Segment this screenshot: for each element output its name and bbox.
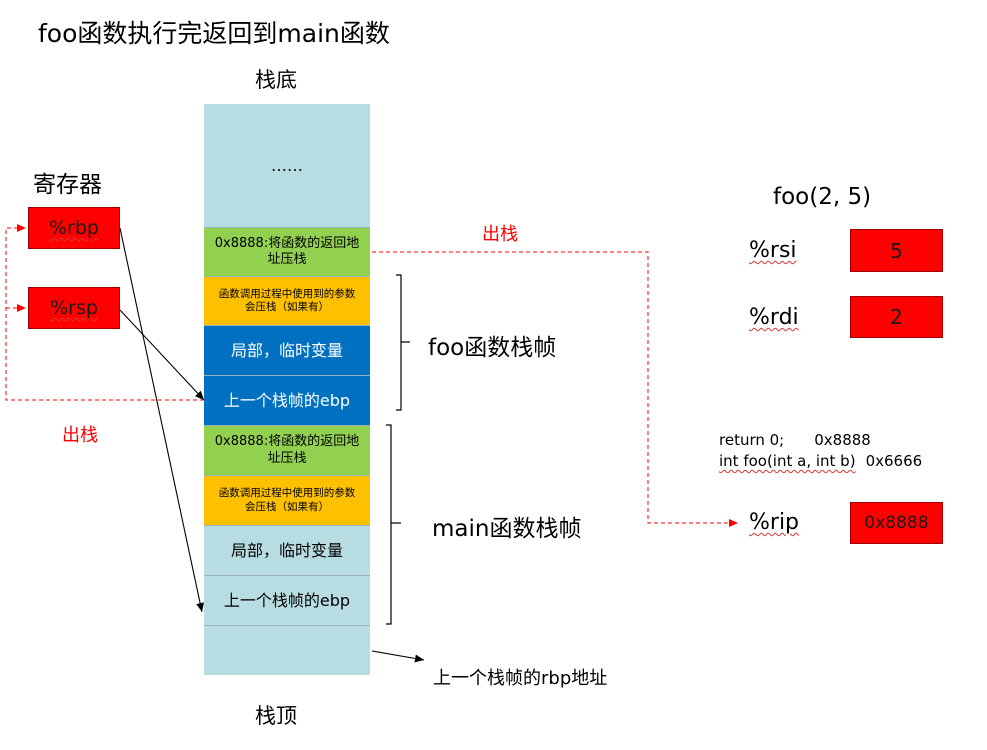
pop-label-left: 出栈	[62, 425, 98, 446]
rsi-value: 5	[890, 238, 903, 263]
stack-cell-foo-return-address: 0x8888:将函数的返回地址压栈	[204, 227, 370, 276]
stack-cell-foo-prev-ebp: 上一个栈帧的ebp	[204, 375, 370, 425]
rsi-register: 5	[850, 229, 943, 272]
rbp-register: %rbp	[28, 207, 120, 249]
rsi-label: %rsi	[749, 238, 797, 263]
rsp-register: %rsp	[28, 287, 120, 329]
rip-register: 0x8888	[850, 502, 943, 544]
rbp-register-label: %rbp	[49, 217, 99, 239]
stack-cell-main-locals: 局部，临时变量	[204, 525, 370, 575]
rdi-value: 2	[890, 305, 903, 329]
stack-top-label: 栈顶	[255, 704, 297, 728]
code-line-foo-signature: int foo(int a, int b)0x6666	[719, 452, 923, 470]
stack-cell-main-return-address: 0x8888:将函数的返回地址压栈	[204, 425, 370, 475]
rbp-address-arrow	[371, 650, 425, 663]
main-frame-label: main函数栈帧	[432, 516, 582, 542]
code-line-return: return 0;0x8888	[719, 431, 871, 449]
stack-cell-empty	[204, 625, 370, 675]
rbp-address-label: 上一个栈帧的rbp地址	[433, 668, 608, 689]
rdi-register: 2	[850, 296, 943, 338]
rbp-arrow	[119, 227, 205, 613]
stack-cell-main-args: 函数调用过程中使用到的参数会压栈（如果有）	[204, 475, 370, 525]
rdi-label: %rdi	[749, 305, 799, 330]
stack-cell-ellipsis: ……	[204, 104, 370, 227]
stack-cell-foo-args: 函数调用过程中使用到的参数会压栈（如果有）	[204, 276, 370, 325]
registers-heading: 寄存器	[33, 172, 102, 198]
rsp-arrow	[119, 309, 205, 401]
rip-value: 0x8888	[864, 513, 929, 533]
stack-bottom-label: 栈底	[255, 68, 297, 92]
pop-to-rbp-path	[5, 224, 204, 401]
rip-label: %rip	[749, 510, 800, 535]
page-title: foo函数执行完返回到main函数	[38, 19, 390, 48]
call-signature: foo(2, 5)	[773, 184, 872, 210]
stack-cell-main-prev-ebp: 上一个栈帧的ebp	[204, 575, 370, 625]
rsp-register-label: %rsp	[50, 297, 98, 319]
pop-to-rip-path	[372, 251, 738, 527]
foo-frame-label: foo函数栈帧	[428, 335, 557, 361]
main-frame-bracket	[386, 424, 392, 625]
foo-frame-bracket	[396, 274, 402, 411]
pop-label-top: 出栈	[482, 224, 518, 245]
stack-cell-foo-locals: 局部，临时变量	[204, 325, 370, 375]
